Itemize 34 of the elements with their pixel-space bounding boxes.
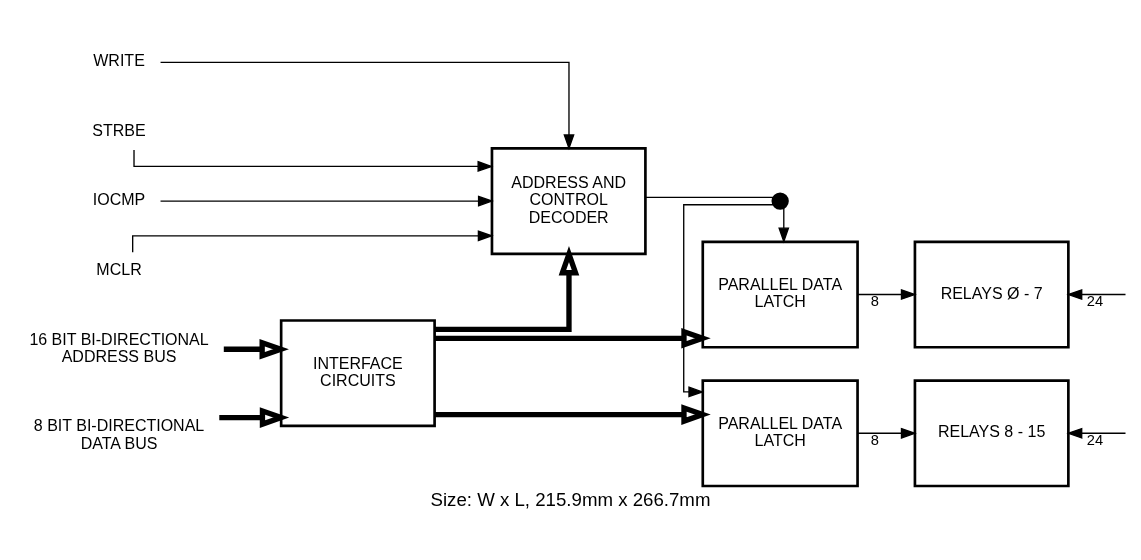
node-box: PARALLEL DATA LATCH (701, 239, 859, 349)
arrow (434, 403, 711, 425)
node-box: ADDRESS AND CONTROL DECODER (490, 146, 647, 255)
node-text: MCLR (96, 260, 142, 278)
arrow (1066, 288, 1127, 300)
caption: Size: W x L, 215.9mm x 266.7mm (430, 488, 711, 510)
arrow (857, 427, 917, 439)
node-text: IOCMP (92, 190, 146, 208)
arrow (159, 61, 575, 150)
arrow (159, 195, 494, 207)
node-box: RELAYS 8 - 15 (913, 378, 1070, 487)
arrow (857, 288, 917, 300)
arrow (434, 327, 711, 349)
edge-label: 24 (1086, 431, 1104, 448)
node-text: 8 BIT BI-DIRECTIONAL DATA BUS (33, 416, 205, 452)
node-text: STRBE (92, 121, 146, 139)
edge-label: 8 (870, 292, 879, 309)
arrow (133, 148, 494, 172)
node-text: WRITE (93, 51, 145, 69)
arrow (223, 338, 289, 359)
arrow (1066, 427, 1127, 439)
node-circle (771, 191, 789, 210)
arrow (434, 245, 580, 332)
arrow (219, 406, 290, 428)
node-text: 16 BIT BI-DIRECTIONAL ADDRESS BUS (29, 330, 209, 365)
arrow (778, 206, 790, 243)
arrow (683, 203, 774, 397)
node-box: RELAYS Ø - 7 (913, 239, 1070, 349)
arrow (132, 229, 494, 253)
node-box: INTERFACE CIRCUITS (279, 318, 436, 427)
edge-label: 8 (870, 431, 879, 448)
connector (644, 196, 775, 198)
node-box: PARALLEL DATA LATCH (701, 378, 859, 487)
edge-label: 24 (1086, 292, 1104, 309)
